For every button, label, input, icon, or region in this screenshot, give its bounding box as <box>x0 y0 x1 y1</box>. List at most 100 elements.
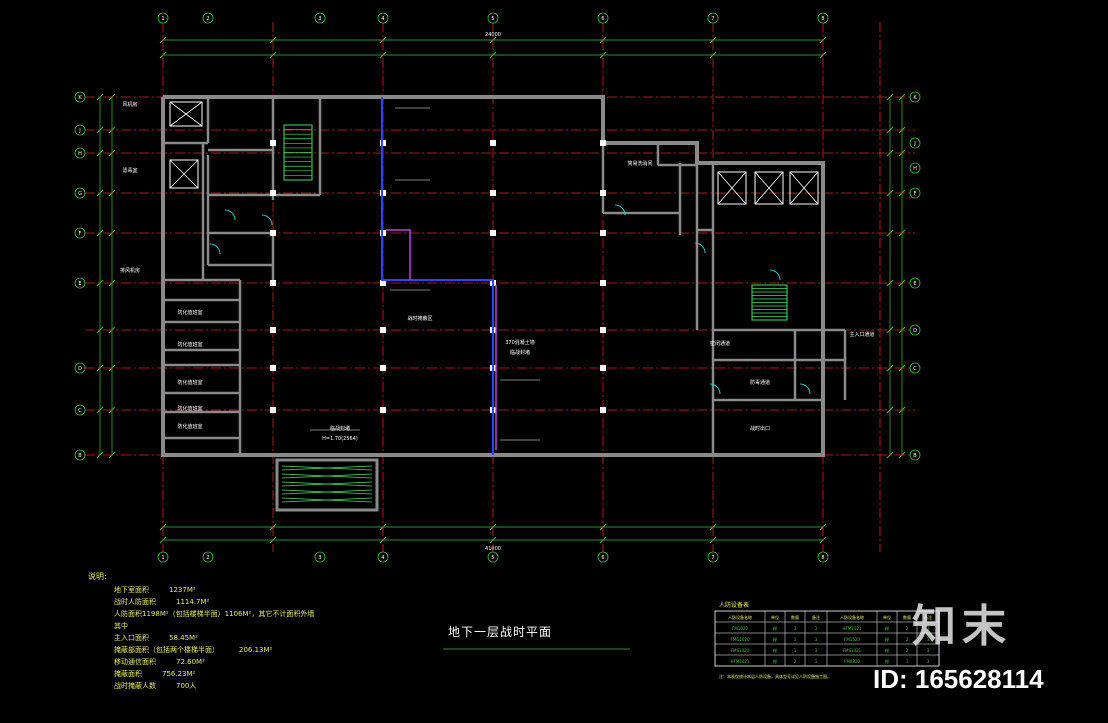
axis-bubble-label: D <box>78 366 82 372</box>
door-swing <box>694 242 706 254</box>
room-label: 排风机房 <box>120 267 140 274</box>
table-footnote: 注：本表仅统计本层人防设备，具体型号详见人防设备施工图。 <box>719 673 831 679</box>
notes-line: 其中 <box>114 623 148 630</box>
axis-bubble-top <box>707 12 719 24</box>
axis-bubble-left <box>74 449 86 461</box>
axis-bubble-label: E <box>78 281 81 287</box>
table-cell: 樘 <box>885 647 889 653</box>
column <box>270 190 276 196</box>
column <box>600 407 606 413</box>
room-label: 战时出口 <box>750 425 770 432</box>
table-header-cell: 人防设备名称 <box>840 614 864 620</box>
notes-line-value: 72.60M² <box>176 658 205 666</box>
column <box>490 140 496 146</box>
notes-line-label: 移动通信面积 <box>114 658 156 666</box>
shaft-diagonal <box>754 171 784 205</box>
notes-line-value: 756.23M² <box>162 670 196 678</box>
id-watermark: ID: 165628114 <box>873 664 1044 694</box>
column <box>600 190 606 196</box>
shaft-diagonal <box>169 101 203 127</box>
notes-line-label: 掩蔽部面积（包括两个楼梯半面） <box>114 646 219 654</box>
column <box>270 280 276 286</box>
shaft <box>754 171 784 205</box>
table-cell: FMS1021 <box>843 648 862 653</box>
table-cell: 3 <box>927 626 930 631</box>
table-cell: 2 <box>906 637 909 642</box>
room-label: 风机房 <box>122 101 137 108</box>
axis-bubble-right <box>909 277 921 289</box>
axis-bubble-label: F <box>79 231 82 237</box>
ramp-stripe <box>281 489 373 495</box>
axis-bubble-left <box>74 187 86 199</box>
table-cell: 1 <box>794 637 797 642</box>
room-label: 密闭通道 <box>710 340 730 347</box>
room-label: 防化值班室 <box>177 309 202 316</box>
axis-bubble-label: 3 <box>318 16 321 22</box>
axis-bubble-label: G <box>78 191 82 197</box>
table-cell: 樘 <box>885 636 889 642</box>
table-cell: 2 <box>906 648 909 653</box>
column <box>600 280 606 286</box>
axis-bubble-label: J <box>78 128 80 134</box>
axis-bubble-left <box>74 91 86 103</box>
axis-bubble-label: C <box>78 408 82 414</box>
axis-bubble-left <box>74 227 86 239</box>
room-label: 简易洗消间 <box>627 160 652 167</box>
partition <box>386 229 411 280</box>
axis-bubble-label: C <box>913 366 917 372</box>
axis-bubble-top <box>202 551 214 563</box>
axis-bubble-label: 8 <box>821 555 824 561</box>
axis-bubble-top <box>487 12 499 24</box>
axis-bubble-label: 3 <box>318 555 321 561</box>
table-cell: FM1020 <box>732 626 748 631</box>
notes-line-label: 战时人防面积 <box>114 598 156 606</box>
axis-bubble-right <box>909 91 921 103</box>
notes-line-value: 700人 <box>176 682 197 690</box>
table-cell: HFM1021 <box>843 626 862 631</box>
axis-bubble-left <box>74 404 86 416</box>
table-cell: HFM1021 <box>731 659 750 664</box>
axis-bubble-label: H <box>78 151 82 157</box>
notes-line-value: 58.45M² <box>169 634 198 642</box>
axis-bubble-top <box>487 551 499 563</box>
axis-bubble-label: 7 <box>711 555 714 561</box>
axis-bubble-top <box>377 551 389 563</box>
table-cell: 2 <box>794 659 797 664</box>
table-cell: 樘 <box>885 658 889 664</box>
notes-line-label: 人防面积1198M²（包括楼梯半面）1106M²，其它不计面积外墙 <box>114 610 315 618</box>
axis-bubble-left <box>74 277 86 289</box>
notes-line-value: 206.13M² <box>239 646 273 654</box>
table-cell: 3 <box>815 626 818 631</box>
axis-bubble-top <box>314 12 326 24</box>
room-label: 临战封堵 <box>330 425 350 432</box>
ramp-stripe <box>281 465 373 471</box>
axis-bubble-left <box>74 147 86 159</box>
table-cell: 2 <box>906 626 909 631</box>
axis-bubble-label: 6 <box>601 16 604 22</box>
brand-watermark: 知末 <box>912 601 1012 652</box>
table-cell: 3 <box>815 648 818 653</box>
axis-bubble-top <box>817 551 829 563</box>
table-title: 人防设备表 <box>719 601 749 609</box>
drawing-title: 地下一层战时平面 <box>448 625 553 639</box>
column <box>270 365 276 371</box>
column <box>270 140 276 146</box>
column <box>380 280 386 286</box>
door-swing <box>709 383 721 395</box>
notes-line-label: 其中 <box>114 622 128 630</box>
table-header-cell: 单位 <box>883 614 891 620</box>
table-cell: 3 <box>927 637 930 642</box>
door-swing <box>209 243 221 255</box>
table-cell: 3 <box>927 648 930 653</box>
notes-line-label: 地下室面积 <box>114 586 149 594</box>
axis-bubble-top <box>597 551 609 563</box>
table-cell: 樘 <box>773 647 777 653</box>
blast-partition <box>381 97 494 455</box>
axis-bubble-label: 5 <box>491 555 494 561</box>
table-cell: 1 <box>906 659 909 664</box>
axis-bubble-label: 5 <box>491 16 494 22</box>
